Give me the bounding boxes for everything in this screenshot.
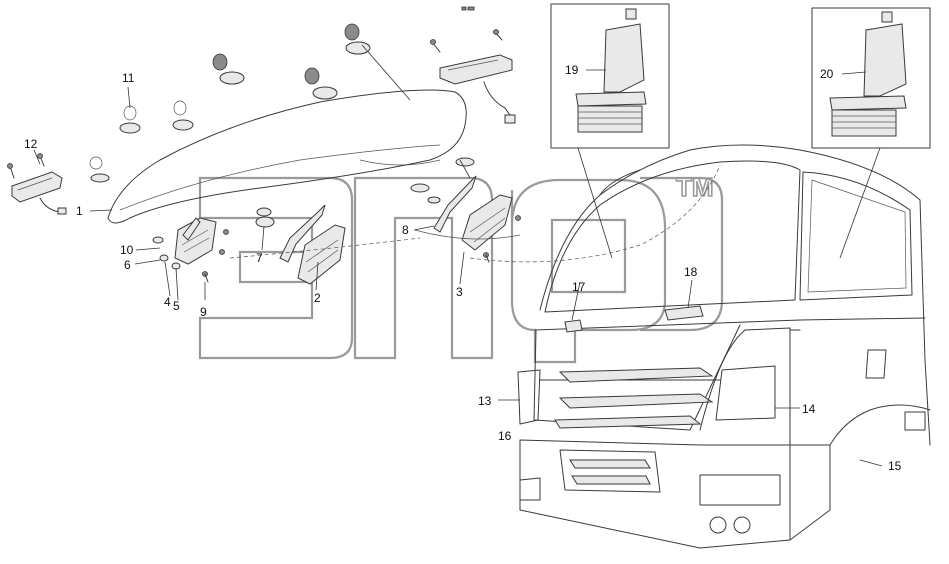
left-mounting-brackets — [152, 204, 346, 285]
callout-3: 3 — [456, 285, 463, 299]
callout-4: 4 — [164, 295, 171, 309]
callout-10: 10 — [120, 243, 134, 257]
callout-13: 13 — [478, 394, 492, 408]
callout-11: 11 — [122, 71, 135, 85]
callout-8: 8 — [402, 223, 409, 237]
callout-5: 5 — [173, 299, 180, 313]
callout-17: 17 — [572, 280, 586, 294]
spoiler-studs — [89, 23, 475, 204]
callout-2: 2 — [314, 291, 321, 305]
seat-inset-19 — [550, 3, 670, 149]
callout-19: 19 — [565, 63, 579, 77]
side-marker-lamp — [7, 153, 67, 215]
callout-leaders — [33, 69, 883, 467]
callout-labels: 1 2 3 4 5 6 7 8 9 10 11 12 13 14 15 16 1… — [24, 63, 902, 473]
callout-18: 18 — [684, 265, 698, 279]
seat-inset-20 — [811, 7, 931, 149]
callout-15: 15 — [888, 459, 902, 473]
callout-20: 20 — [820, 67, 834, 81]
callout-1: 1 — [76, 204, 83, 218]
roof-marker-lamp — [430, 6, 516, 124]
truck-cab — [229, 144, 931, 549]
callout-6: 6 — [124, 258, 131, 272]
callout-12: 12 — [24, 137, 38, 151]
callout-14: 14 — [802, 402, 816, 416]
callout-9: 9 — [200, 305, 207, 319]
callout-16: 16 — [498, 429, 512, 443]
right-mounting-bracket — [414, 175, 521, 263]
callout-7: 7 — [256, 251, 263, 265]
watermark-tm: TM — [676, 172, 714, 202]
roof-spoiler — [107, 89, 467, 224]
